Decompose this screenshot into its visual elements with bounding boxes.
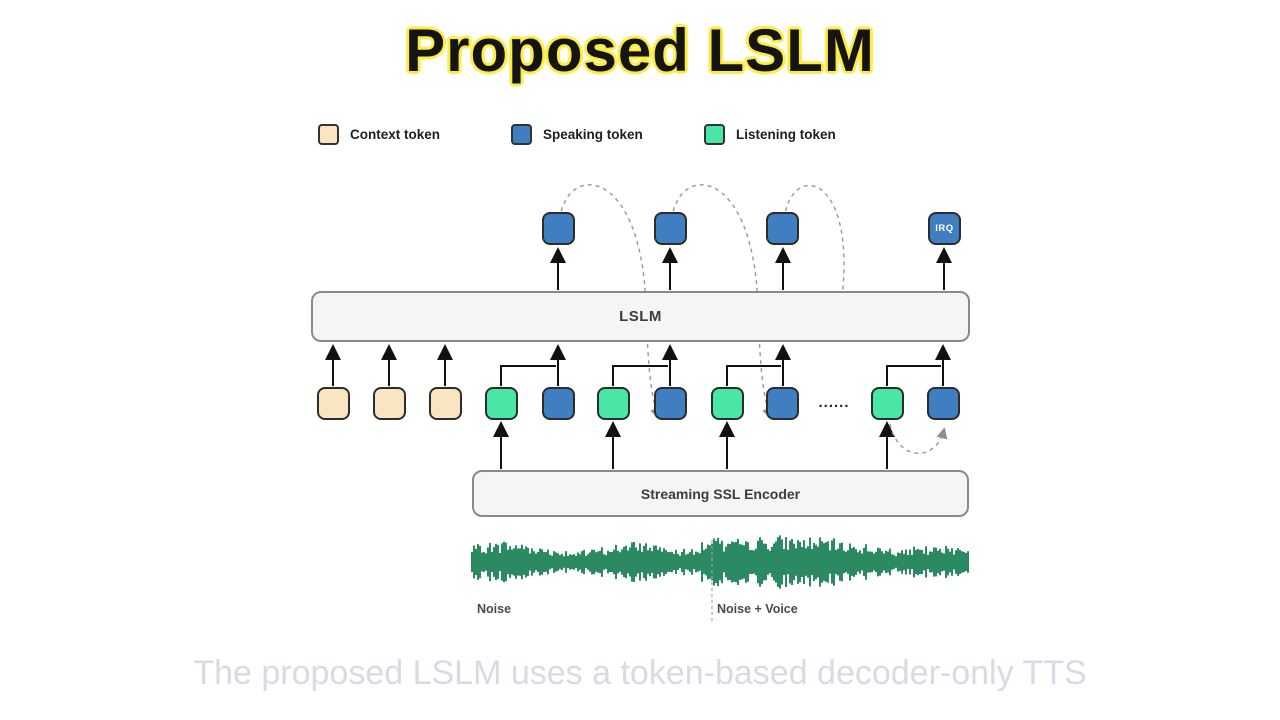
noise-voice-label: Noise + Voice [717, 602, 798, 616]
pair-merge-connector [612, 365, 668, 386]
speaking-token [927, 387, 960, 420]
pair-merge-connector [500, 365, 556, 386]
speaking-token [542, 387, 575, 420]
pair-merge-connector [886, 365, 941, 386]
lslm-box: LSLM [311, 291, 970, 342]
ellipsis: ...... [818, 394, 850, 411]
speaking-token [542, 212, 575, 245]
lslm-output-arrows [550, 247, 952, 290]
audio-waveform [471, 535, 969, 589]
listening-token [485, 387, 518, 420]
legend-label-speaking: Speaking token [543, 127, 643, 142]
noise-label: Noise [477, 602, 512, 616]
context-token [317, 387, 350, 420]
listening-token [871, 387, 904, 420]
irq-token: IRQ [928, 212, 961, 245]
listening-token [597, 387, 630, 420]
context-token [373, 387, 406, 420]
streaming-ssl-encoder-box: Streaming SSL Encoder [472, 470, 969, 517]
speaking-token [654, 387, 687, 420]
listening-token [711, 387, 744, 420]
legend-item-speaking: Speaking token [511, 124, 643, 145]
speaking-token [654, 212, 687, 245]
speaking-token-icon [511, 124, 532, 145]
listening-token-icon [704, 124, 725, 145]
encoder-output-arrows [493, 421, 895, 469]
slide-title: Proposed LSLM [405, 17, 875, 84]
context-token [429, 387, 462, 420]
pair-merge-connector [726, 365, 781, 386]
speaking-token [766, 387, 799, 420]
legend-label-context: Context token [350, 127, 441, 142]
token-input-arrows [325, 344, 951, 386]
feedback-arc [889, 423, 948, 454]
speaking-token [766, 212, 799, 245]
subtitle-caption: The proposed LSLM uses a token-based dec… [193, 654, 1087, 692]
legend-label-listening: Listening token [736, 127, 836, 142]
legend-item-context: Context token [318, 124, 440, 145]
legend-item-listening: Listening token [704, 124, 836, 145]
context-token-icon [318, 124, 339, 145]
